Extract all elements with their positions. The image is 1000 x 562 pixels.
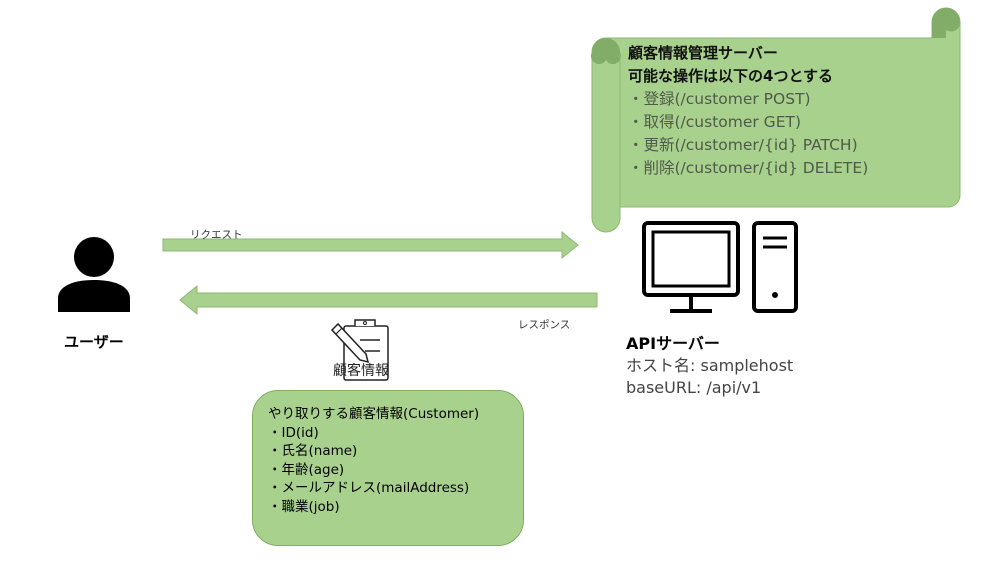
user-icon bbox=[58, 237, 130, 312]
customer-field: ・氏名(name) bbox=[268, 443, 358, 459]
server-info: APIサーバー ホスト名: samplehost baseURL: /api/v… bbox=[626, 333, 793, 399]
operation-item: ・更新(/customer/{id} PATCH) bbox=[628, 136, 858, 154]
operation-item: ・削除(/customer/{id} DELETE) bbox=[628, 159, 869, 177]
scroll-text: 顧客情報管理サーバー 可能な操作は以下の4つとする ・登録(/customer … bbox=[628, 42, 868, 180]
customer-info-box: やり取りする顧客情報(Customer) ・ID(id) ・氏名(name) ・… bbox=[252, 390, 524, 546]
operation-item: ・登録(/customer POST) bbox=[628, 90, 811, 108]
server-base-url: baseURL: /api/v1 bbox=[626, 378, 762, 397]
customer-box-title: やり取りする顧客情報(Customer) bbox=[268, 406, 480, 422]
server-title: APIサーバー bbox=[626, 334, 720, 353]
scroll-title-2: 可能な操作は以下の4つとする bbox=[628, 67, 833, 85]
user-label: ユーザー bbox=[64, 333, 124, 351]
customer-field: ・メールアドレス(mailAddress) bbox=[268, 480, 470, 496]
scroll-title-1: 顧客情報管理サーバー bbox=[628, 44, 778, 62]
document-label: 顧客情報 bbox=[333, 363, 389, 379]
computer-icon bbox=[642, 221, 798, 313]
response-label: レスポンス bbox=[518, 319, 571, 331]
clipboard-icon bbox=[330, 319, 389, 381]
request-label: リクエスト bbox=[190, 229, 243, 241]
server-host: ホスト名: samplehost bbox=[626, 356, 794, 375]
customer-field: ・ID(id) bbox=[268, 424, 319, 441]
customer-field: ・年齢(age) bbox=[268, 461, 345, 478]
customer-field: ・職業(job) bbox=[268, 498, 340, 515]
operation-item: ・取得(/customer GET) bbox=[628, 113, 802, 131]
